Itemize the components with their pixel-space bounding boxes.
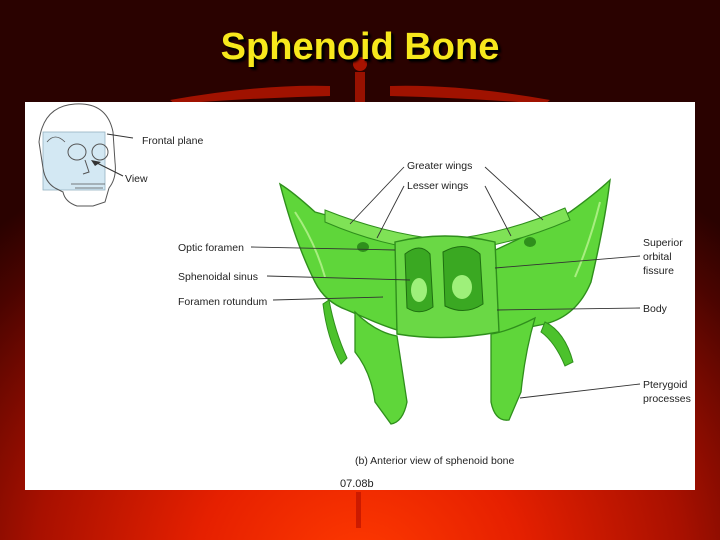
superior-orbital-fissure-label-line1: Superior (643, 237, 683, 249)
optic-foramen-label: Optic foramen (178, 242, 244, 254)
slide-title: Sphenoid Bone (220, 26, 500, 68)
lesser-wings-label: Lesser wings (407, 180, 469, 192)
figure-panel: Frontal plane View Greater wings Lesser … (25, 102, 695, 490)
sphenoid-bone-illustration (278, 178, 611, 425)
figure-caption: (b) Anterior view of sphenoid bone (355, 455, 515, 467)
superior-orbital-fissure-label-line2: orbital (643, 251, 672, 263)
greater-wings-label: Greater wings (407, 160, 473, 172)
view-label: View (125, 173, 148, 185)
figure-number: 07.08b (340, 478, 374, 490)
body-label: Body (643, 303, 667, 315)
sphenoid-illustration (38, 103, 641, 425)
foramen-rotundum-label: Foramen rotundum (178, 296, 268, 308)
skull-inset-icon (38, 103, 134, 207)
pterygoid-processes-label-line2: processes (643, 393, 691, 405)
superior-orbital-fissure-label-line3: fissure (643, 265, 674, 277)
leader-lines (250, 166, 641, 399)
pterygoid-processes-label-line1: Pterygoid (643, 379, 688, 391)
frontal-plane-label: Frontal plane (142, 135, 204, 147)
sphenoidal-sinus-label: Sphenoidal sinus (178, 271, 258, 283)
